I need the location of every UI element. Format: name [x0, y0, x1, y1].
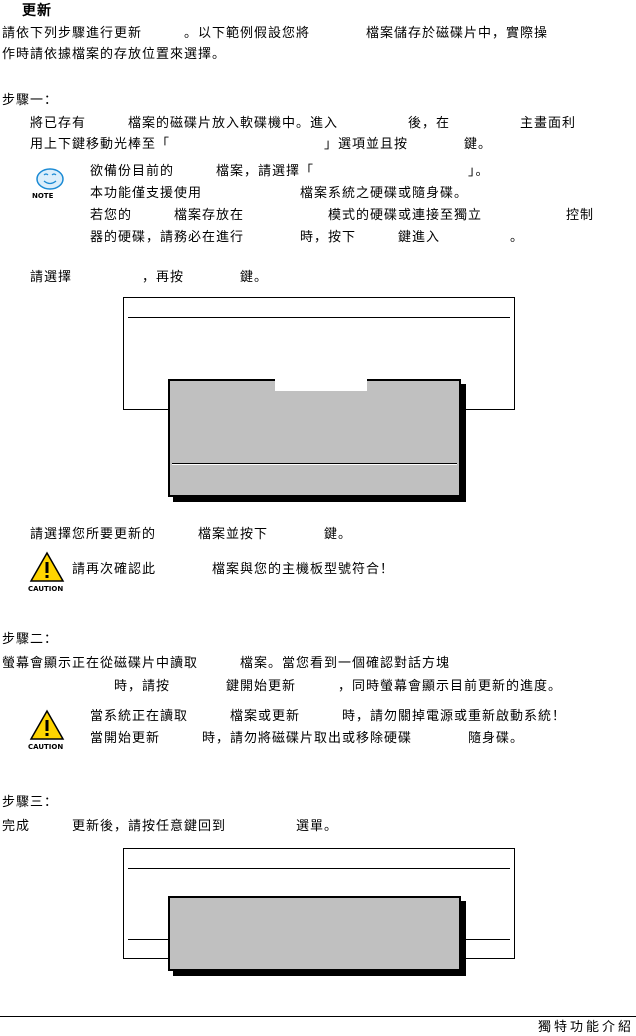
step2-caution-line-2: 當開始更新 時，請勿將磁碟片取出或移除硬碟 隨身碟。 [90, 731, 525, 746]
note-line-3: 若您的 檔案存放在 模式的硬碟或連接至獨立 控制 [90, 208, 595, 223]
bios-dialog-1 [168, 379, 461, 497]
caution-icon: CAUTION [27, 709, 67, 751]
step3-line-1: 完成 更新後，請按任意鍵回到 選單。 [2, 819, 339, 834]
caution-icon-label: CAUTION [28, 585, 63, 593]
dialog-separator [172, 463, 457, 464]
select-instruction: 請選擇 ，再按 鍵。 [30, 270, 269, 285]
step2-heading: 步驟二： [2, 632, 59, 647]
section-title: 更新 [22, 3, 52, 19]
step3-heading: 步驟三： [2, 795, 59, 810]
caution-icon-label: CAUTION [28, 743, 63, 751]
dialog-title-tab [275, 378, 367, 391]
note-line-1: 欲備份目前的 檔案，請選擇「 」。 [90, 164, 490, 179]
footer-rule [0, 1016, 636, 1017]
dialog-separator-highlight [172, 464, 457, 465]
screen-divider [128, 868, 510, 869]
caution-line: 請再次確認此 檔案與您的主機板型號符合！ [72, 562, 395, 577]
footer-label: 獨特功能介紹 [537, 1020, 634, 1035]
screen-divider [128, 317, 510, 318]
step1-line-2: 用上下鍵移動光棒至「 」選項並且按 鍵。 [30, 137, 493, 152]
step2-line-2: 時，請按 鍵開始更新 ，同時螢幕會顯示目前更新的進度。 [2, 679, 563, 694]
step2-line-1: 螢幕會顯示正在從磁碟片中讀取 檔案。當您看到一個確認對話方塊 [2, 656, 451, 671]
caution-icon: CAUTION [27, 551, 67, 593]
note-icon: NOTE [28, 166, 72, 200]
step1-line-1: 將已存有 檔案的磁碟片放入軟碟機中。進入 後，在 主畫面利 [30, 116, 577, 131]
note-line-2: 本功能僅支援使用 檔案系統之硬碟或隨身碟。 [90, 186, 469, 201]
bios-dialog-2 [168, 896, 461, 971]
note-line-4: 器的硬碟，請務必在進行 時，按下 鍵進入 。 [90, 230, 525, 245]
step2-caution-line-1: 當系統正在讀取 檔案或更新 時，請勿關掉電源或重新啟動系統！ [90, 709, 567, 724]
intro-line-2: 作時請依據檔案的存放位置來選擇。 [2, 47, 227, 62]
step1-heading: 步驟一： [2, 93, 59, 108]
select-file-instruction: 請選擇您所要更新的 檔案並按下 鍵。 [30, 527, 353, 542]
note-icon-label: NOTE [32, 192, 54, 200]
intro-line-1: 請依下列步驟進行更新 。以下範例假設您將 檔案儲存於磁碟片中，實際操 [2, 26, 549, 41]
